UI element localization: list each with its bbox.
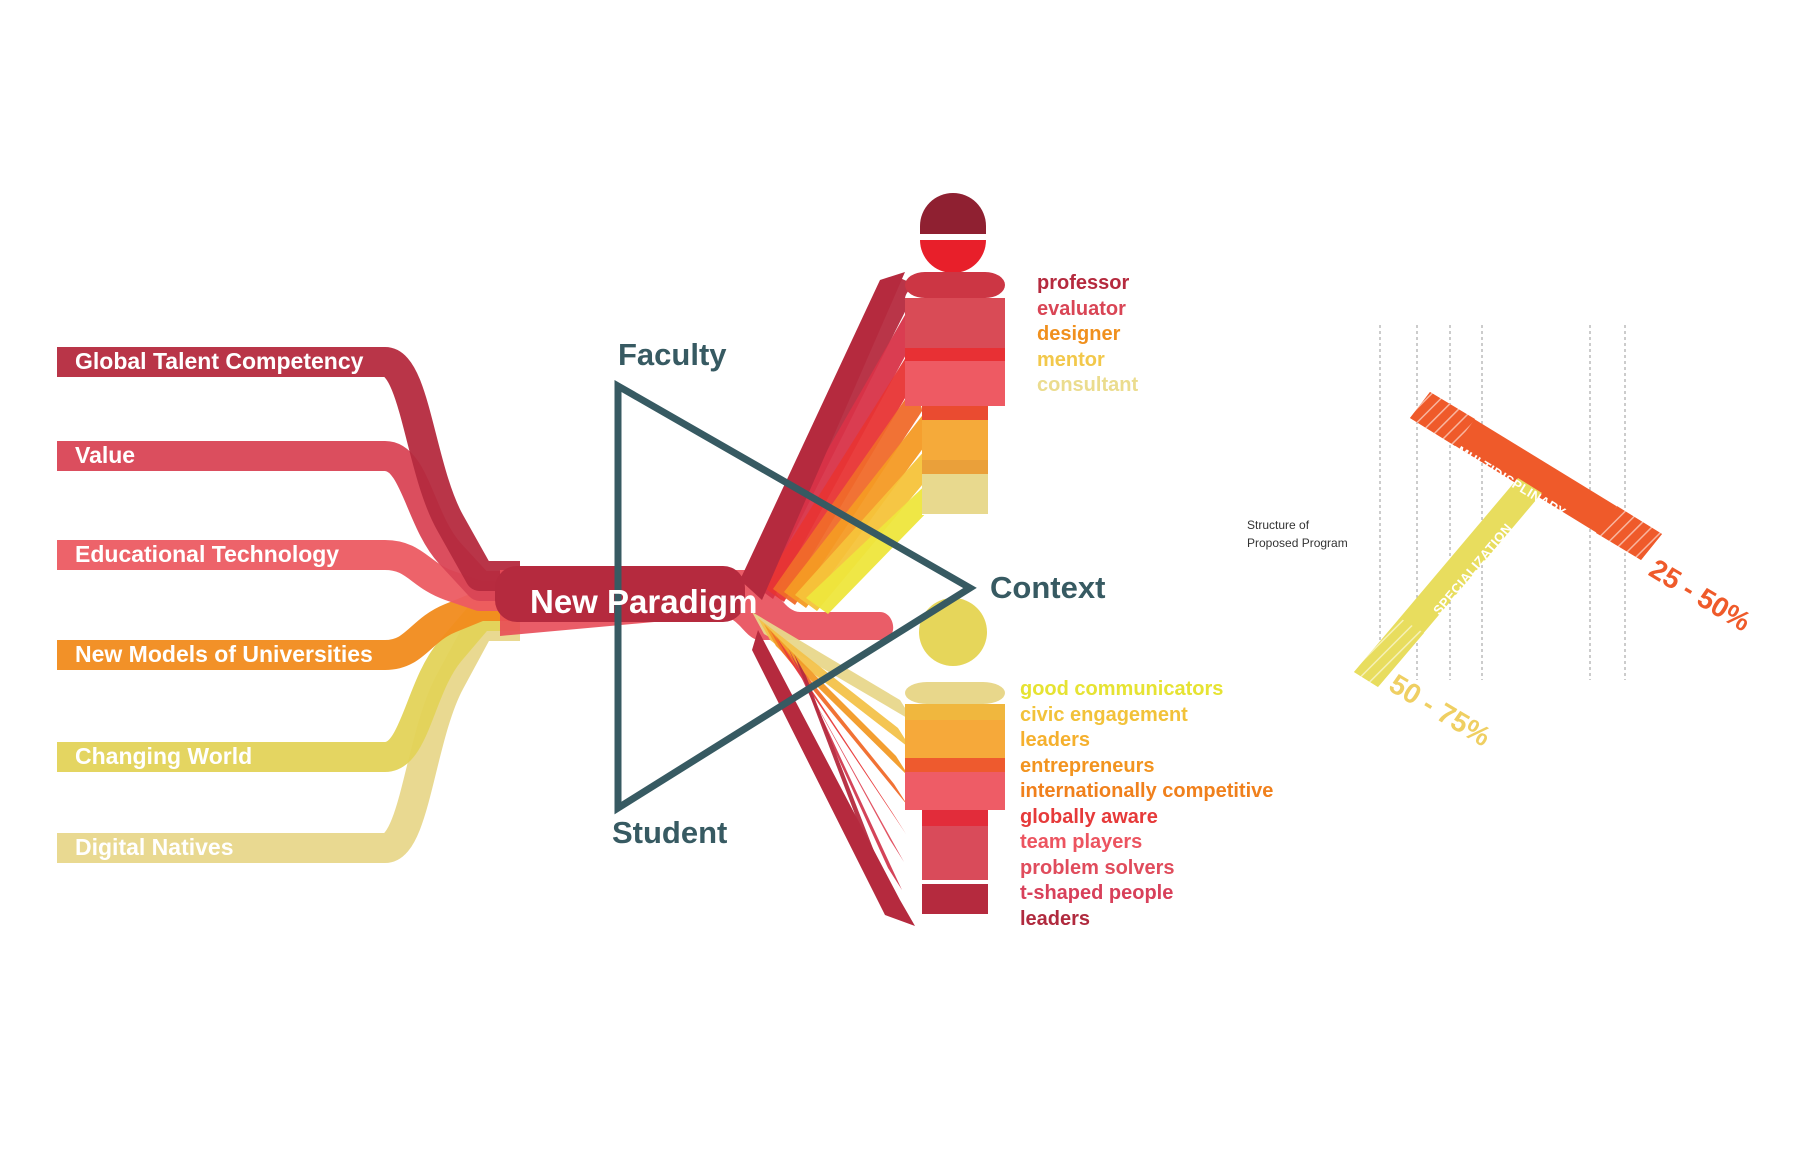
input-label-value: Value — [75, 442, 136, 468]
student-role-1: civic engagement — [1020, 703, 1188, 726]
faculty-body-band-5 — [922, 420, 988, 460]
faculty-body-band-2 — [905, 348, 1005, 361]
student-role-6: team players — [1020, 831, 1143, 853]
student-body-band-4 — [905, 772, 1005, 810]
student-role-2: leaders — [1020, 729, 1091, 751]
student-body-band-2 — [905, 720, 1005, 758]
faculty-body-band-6 — [922, 460, 988, 474]
ribbon-faculty-4 — [784, 398, 954, 608]
ribbon-student-0 — [752, 612, 914, 722]
ribbon-faculty-2 — [762, 338, 936, 602]
ribbon-student-6 — [788, 648, 902, 890]
student-body-band-6 — [922, 826, 988, 880]
student-label: Student — [612, 815, 728, 850]
faculty-role-0: professor — [1037, 272, 1130, 294]
faculty-head-bottom — [920, 240, 986, 273]
faculty-body-band-1 — [905, 298, 1005, 348]
input-label-new-models: New Models of Universities — [75, 641, 373, 667]
stream-edtech — [57, 540, 520, 611]
stream-global-talent — [57, 347, 520, 591]
triangle-outline — [614, 379, 977, 815]
stream-new-models — [57, 591, 520, 670]
student-head — [919, 598, 987, 666]
faculty-role-4: consultant — [1037, 374, 1139, 396]
faculty-head-top — [920, 193, 986, 234]
student-role-3: entrepreneurs — [1020, 754, 1155, 777]
faculty-body-band-3 — [905, 361, 1005, 406]
ribbon-faculty-edge — [740, 272, 905, 600]
stream-changing-world — [57, 601, 520, 772]
faculty-body-band-4 — [922, 406, 988, 420]
student-body-band-3 — [905, 758, 1005, 772]
faculty-label: Faculty — [618, 337, 727, 372]
student-role-4: internationally competitive — [1020, 780, 1274, 802]
ribbon-student-2 — [764, 624, 910, 778]
faculty-role-1: evaluator — [1037, 297, 1126, 320]
stream-value — [57, 441, 520, 601]
student-body-divider — [922, 880, 988, 884]
ribbon-student-1 — [758, 618, 912, 750]
student-role-9: leaders — [1020, 907, 1091, 930]
input-label-changing-world: Changing World — [75, 743, 253, 769]
new-paradigm-label: New Paradigm — [530, 583, 758, 620]
student-body-band-5 — [922, 810, 988, 826]
student-body-band-0 — [905, 682, 1005, 704]
ribbon-student-edge — [752, 630, 915, 926]
faculty-role-3: mentor — [1037, 348, 1105, 371]
ribbon-faculty-5 — [795, 428, 963, 611]
student-body-band-7 — [922, 884, 988, 914]
structure-caption-line2: Proposed Program — [1247, 536, 1348, 550]
student-role-0: good communicators — [1020, 678, 1224, 700]
multidisciplinary-hatch-left — [1410, 392, 1475, 446]
student-role-5: globally aware — [1020, 805, 1158, 828]
faculty-role-2: designer — [1037, 323, 1121, 345]
faculty-body-band-7 — [922, 474, 988, 514]
ribbon-faculty-1 — [751, 308, 927, 599]
multidisciplinary-band — [1410, 392, 1662, 560]
stream-digital-natives — [57, 611, 520, 863]
faculty-body-band-0 — [905, 272, 1005, 298]
input-label-global-talent: Global Talent Competency — [75, 348, 364, 374]
multidisciplinary-hatch-right — [1596, 506, 1662, 560]
input-label-edtech: Educational Technology — [75, 541, 340, 567]
context-label: Context — [990, 570, 1106, 605]
student-body-band-1 — [905, 704, 1005, 720]
structure-caption-line1: Structure of — [1247, 518, 1310, 532]
student-role-7: problem solvers — [1020, 856, 1175, 879]
input-label-digital-natives: Digital Natives — [75, 834, 234, 860]
student-role-8: t-shaped people — [1020, 882, 1174, 904]
specialization-hatch — [1354, 618, 1424, 687]
ribbon-faculty-3 — [773, 368, 945, 605]
